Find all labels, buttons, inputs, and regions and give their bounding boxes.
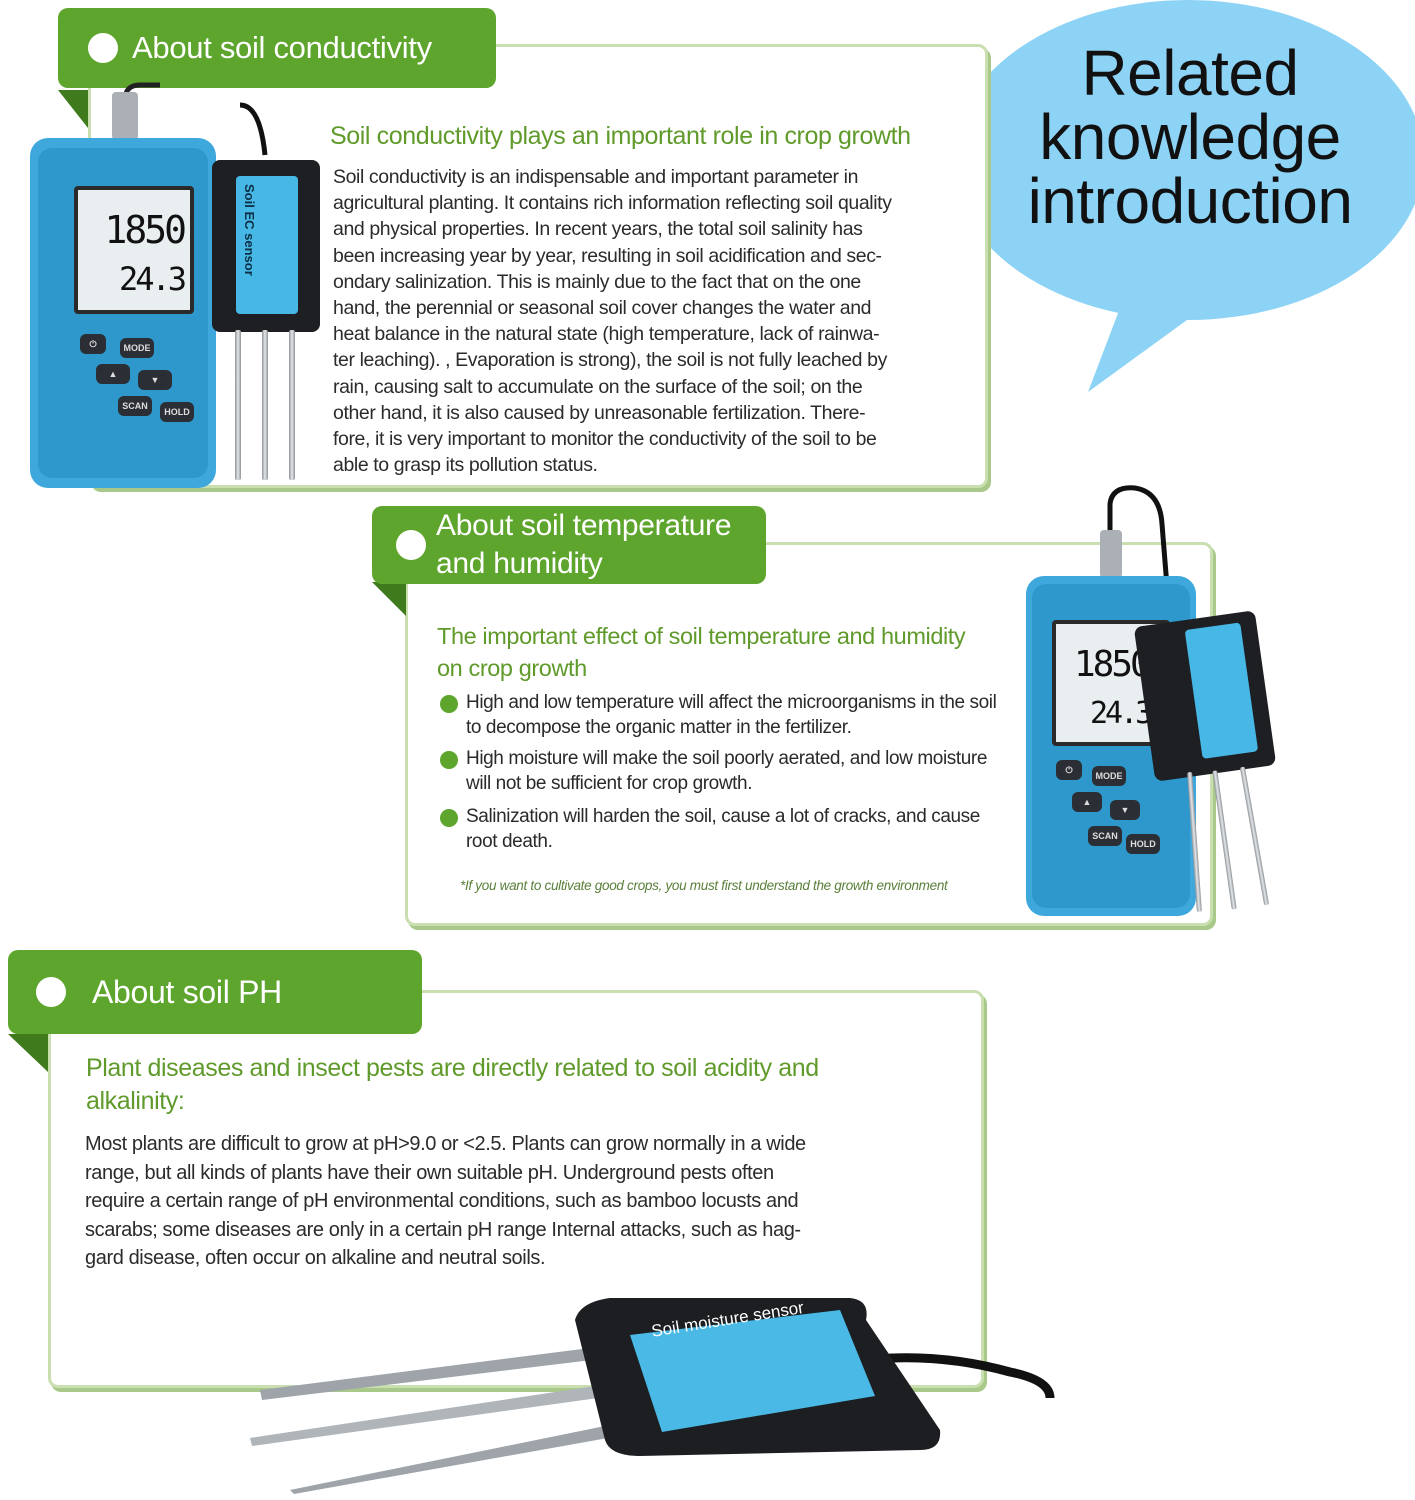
text-line: require a certain range of pH environmen… [85, 1190, 799, 1213]
power-button[interactable]: ⏻ [1056, 760, 1082, 780]
text-line: other hand, it is also caused by unreaso… [333, 401, 866, 424]
section-2-title-line-2: and humidity [436, 547, 603, 580]
bullet-dot-icon [88, 33, 118, 63]
bubble-line-2: knowledge [1039, 101, 1341, 173]
text-line: ter leaching). , Evaporation is strong),… [333, 349, 887, 372]
section-1-tab: About soil conductivity [58, 8, 496, 88]
bullet-dot-icon [396, 530, 426, 560]
section-3-tab: About soil PH [8, 950, 422, 1034]
section-1-title: About soil conductivity [132, 30, 432, 65]
bubble-line-3: introduction [1027, 165, 1353, 237]
list-item: High and low temperature will affect the… [440, 690, 1040, 740]
section-2-title-line-1: About soil temperature [436, 509, 732, 542]
text-line: been increasing year by year, resulting … [333, 244, 882, 267]
lcd-display: 1850 24.3 [74, 186, 194, 314]
probe [1212, 770, 1237, 910]
subtitle-line: The important effect of soil temperature… [437, 623, 966, 649]
handheld-meter: 1850 24.3 ⏻ MODE ▲ ▼ SCAN HOLD [30, 138, 216, 488]
scan-button[interactable]: SCAN [1088, 826, 1122, 846]
subtitle-line: on crop growth [437, 655, 587, 681]
lcd-reading-bottom: 24.3 [1090, 696, 1153, 731]
section-2-tab: About soil temperature and humidity [372, 506, 766, 584]
subtitle-line: Plant diseases and insect pests are dire… [86, 1054, 819, 1082]
lcd-reading-bottom: 24.3 [118, 260, 187, 298]
mode-button[interactable]: MODE [1092, 766, 1126, 786]
bullet-dot-icon [440, 751, 458, 769]
tab-fold [8, 1034, 48, 1072]
connector [112, 92, 138, 140]
down-button[interactable]: ▼ [138, 370, 172, 390]
section-1-body: Soil conductivity is an indispensable an… [333, 164, 963, 478]
tab-fold [58, 90, 88, 128]
hold-button[interactable]: HOLD [1126, 834, 1160, 854]
text-line: ondary salinization. This is mainly due … [333, 270, 861, 293]
moisture-sensor [1133, 610, 1277, 782]
probe [262, 330, 268, 480]
text-line: rain, causing salt to accumulate on the … [333, 375, 863, 398]
text-line: and physical properties. In recent years… [333, 218, 863, 241]
section-1-subtitle: Soil conductivity plays an important rol… [330, 122, 911, 150]
scan-button[interactable]: SCAN [118, 396, 152, 416]
mode-button[interactable]: MODE [120, 338, 154, 358]
section-2-bullet-list: High and low temperature will affect the… [440, 690, 1040, 860]
up-button[interactable]: ▲ [1072, 792, 1102, 812]
probe [1239, 766, 1270, 906]
bullet-dot-icon [36, 977, 66, 1007]
ec-sensor: Soil EC sensor [212, 160, 320, 332]
sensor-illustration [250, 1298, 1055, 1494]
device-cable [1107, 485, 1173, 625]
text-line: Most plants are difficult to grow at pH>… [85, 1133, 806, 1155]
tab-fold [372, 582, 406, 616]
section-3-subtitle: Plant diseases and insect pests are dire… [86, 1052, 926, 1118]
text-line: fore, it is very important to monitor th… [333, 428, 877, 451]
subtitle-line: alkalinity: [86, 1087, 185, 1115]
text-line: gard disease, often occur on alkaline an… [85, 1247, 546, 1270]
text-line: range, but all kinds of plants have thei… [85, 1161, 774, 1184]
list-item: High moisture will make the soil poorly … [440, 746, 1040, 796]
text-line: Soil conductivity is an indispensable an… [333, 166, 859, 188]
text-line: hand, the perennial or seasonal soil cov… [333, 297, 872, 320]
text-line: heat balance in the natural state (high … [333, 323, 880, 346]
bullet-dot-icon [440, 695, 458, 713]
text-line: agricultural planting. It contains rich … [333, 192, 892, 215]
up-button[interactable]: ▲ [96, 364, 130, 384]
ec-sensor-label: Soil EC sensor [242, 184, 257, 276]
connector [1100, 530, 1122, 578]
power-button[interactable]: ⏻ [80, 334, 106, 354]
section-2-subtitle: The important effect of soil temperature… [437, 620, 1037, 684]
hold-button[interactable]: HOLD [160, 402, 194, 422]
bullet-dot-icon [440, 809, 458, 827]
list-item: Salinization will harden the soil, cause… [440, 804, 1040, 854]
probe [235, 330, 241, 480]
text-line: scarabs; some diseases are only in a cer… [85, 1218, 801, 1241]
bubble-shape [952, 0, 1415, 392]
section-2-note: *If you want to cultivate good crops, yo… [460, 878, 948, 893]
text-line: able to grasp its pollution status. [333, 454, 598, 477]
lcd-reading-top: 1850 [104, 208, 186, 252]
down-button[interactable]: ▼ [1110, 800, 1140, 820]
section-3-title: About soil PH [92, 973, 282, 1010]
probe [289, 330, 295, 480]
section-3-body: Most plants are difficult to grow at pH>… [85, 1130, 945, 1273]
bubble-line-1: Related [1081, 37, 1299, 109]
